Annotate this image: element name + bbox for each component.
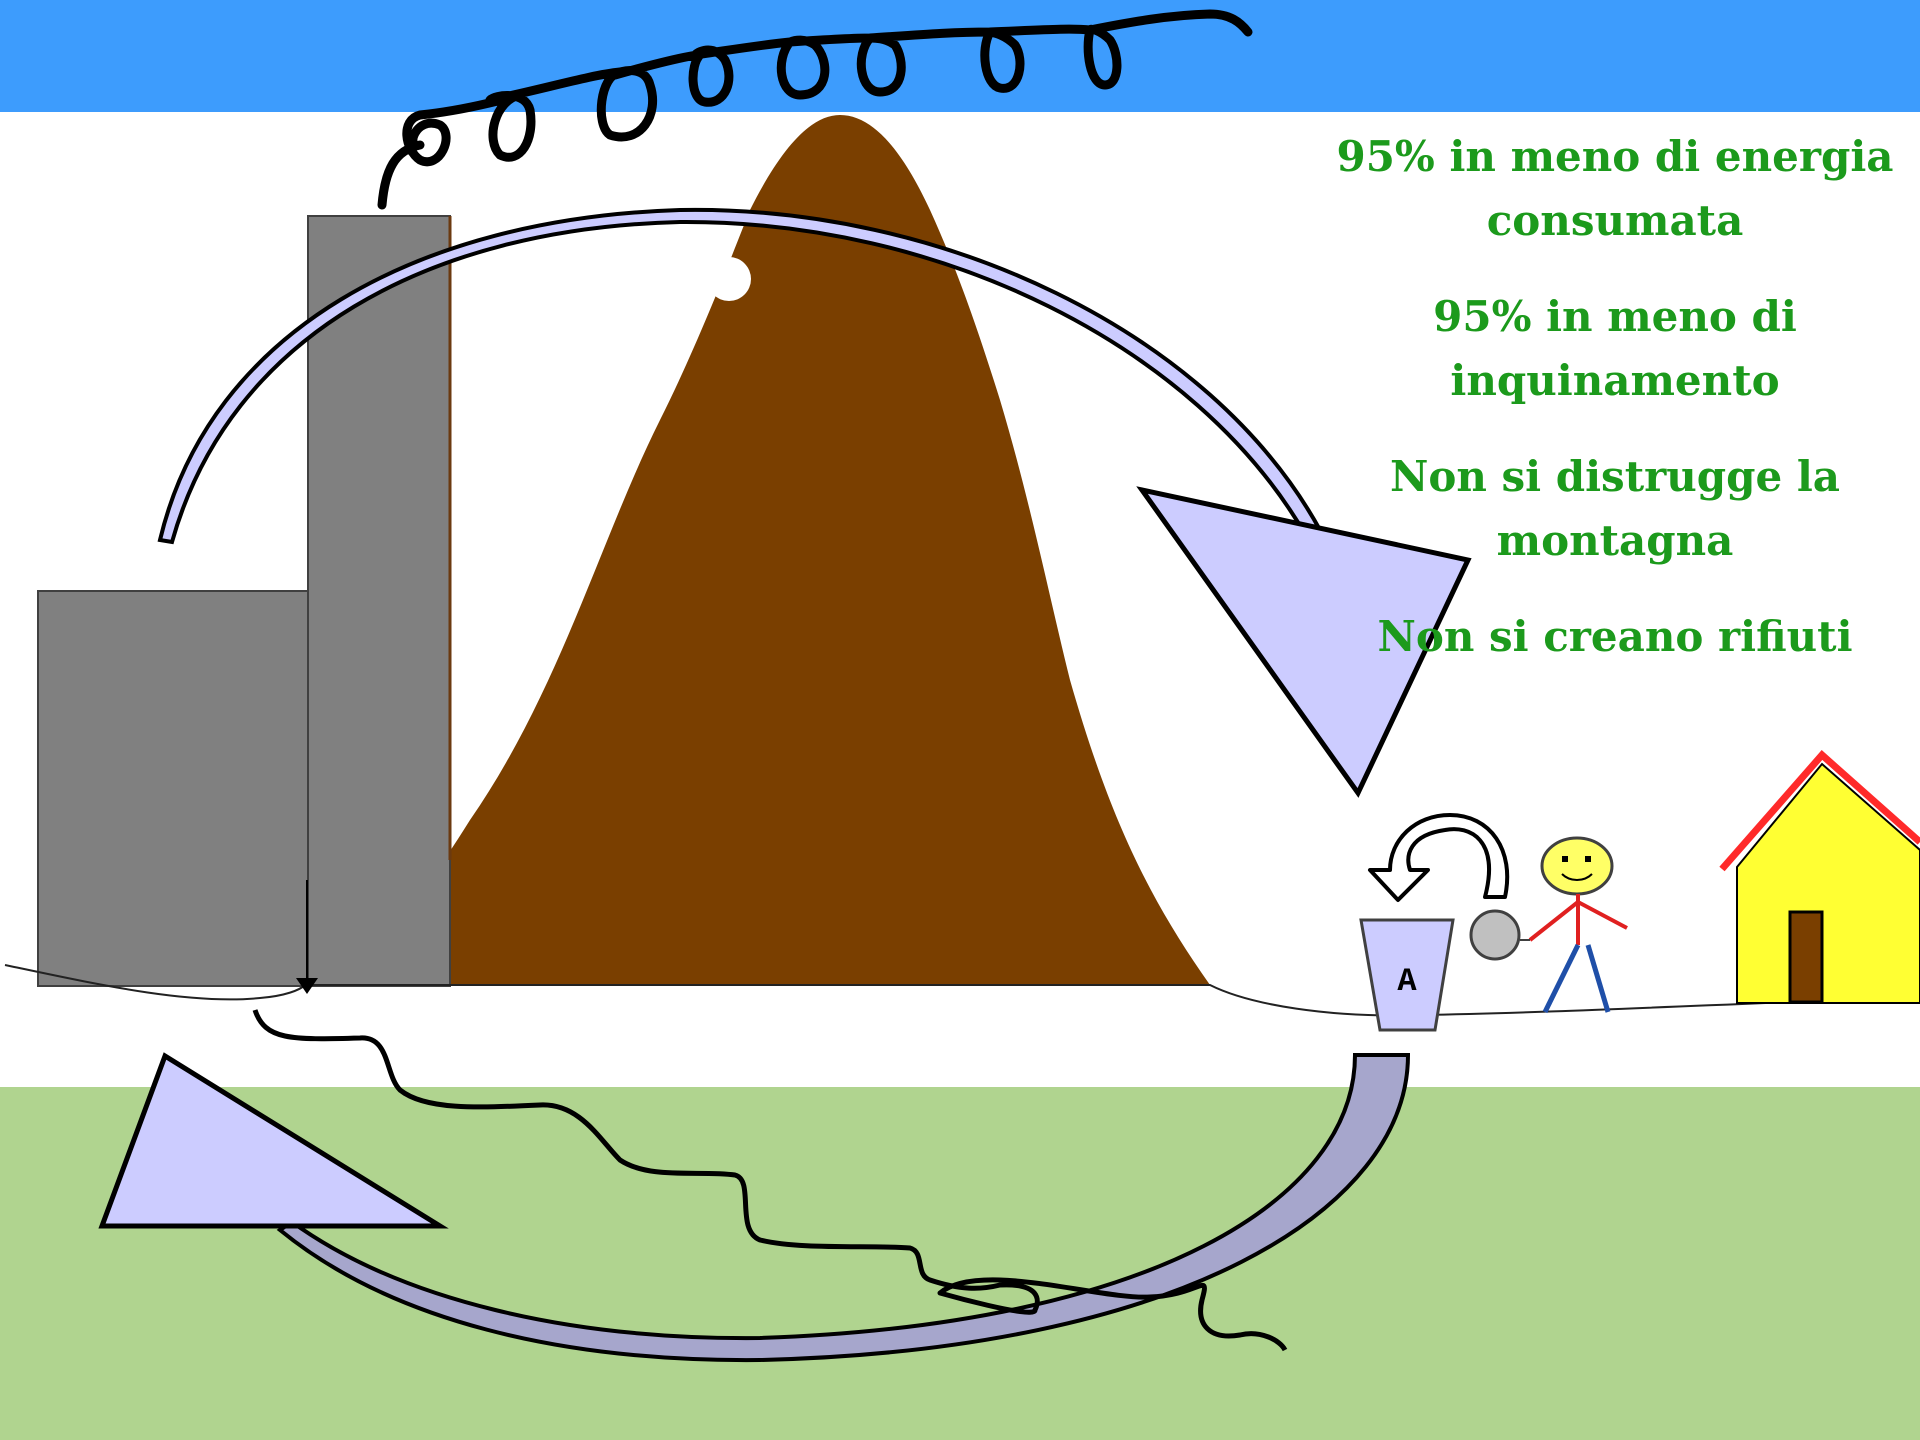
benefit-mountain: Non si distrugge la montagna <box>1389 452 1841 565</box>
cycle-arrow-bottom-head <box>98 1052 449 1229</box>
stick-figure-arm-left <box>1528 900 1580 942</box>
ball-icon <box>1469 909 1521 961</box>
mountain <box>310 115 1210 985</box>
factory-building <box>37 590 309 987</box>
stick-figure-leg-right <box>1585 944 1611 1013</box>
benefit-pollution: 95% in meno di inquinamento <box>1433 292 1797 405</box>
factory-chimney <box>307 215 451 987</box>
house-roof <box>1719 750 1920 872</box>
small-return-arrow-icon <box>1368 813 1510 902</box>
cycle-arrow-top-head <box>1136 486 1472 798</box>
stick-figure-head <box>1540 836 1614 896</box>
recycling-bin-label: A <box>1397 963 1417 1000</box>
smoke-spiral-icon <box>377 9 1253 210</box>
sky-band <box>0 0 1920 112</box>
snow-dot <box>707 257 751 301</box>
house-icon <box>1719 750 1920 1004</box>
stick-figure-eye-left <box>1562 856 1568 862</box>
stick-figure-smile <box>1561 873 1593 881</box>
stick-figure-icon <box>1520 836 1628 1014</box>
recycling-bin-icon <box>1359 918 1455 1032</box>
benefits-list: 95% in meno di energia consumata 95% in … <box>1290 125 1920 701</box>
benefit-waste: Non si creano rifiuti <box>1377 612 1853 661</box>
stick-figure-arm-right <box>1577 900 1628 930</box>
cycle-arrow-bottom-band <box>276 1053 1411 1363</box>
underground-pipe-line <box>252 1009 1288 1352</box>
stick-figure-leg-left <box>1542 943 1581 1014</box>
benefit-energy: 95% in meno di energia consumata <box>1336 132 1894 245</box>
stick-figure-eye-right <box>1585 856 1591 862</box>
chimney-down-arrow-head <box>296 978 318 994</box>
house-wall <box>1736 762 1920 1004</box>
ground-band <box>0 1087 1920 1440</box>
house-door <box>1788 910 1824 1004</box>
ground-line <box>4 964 1920 1017</box>
